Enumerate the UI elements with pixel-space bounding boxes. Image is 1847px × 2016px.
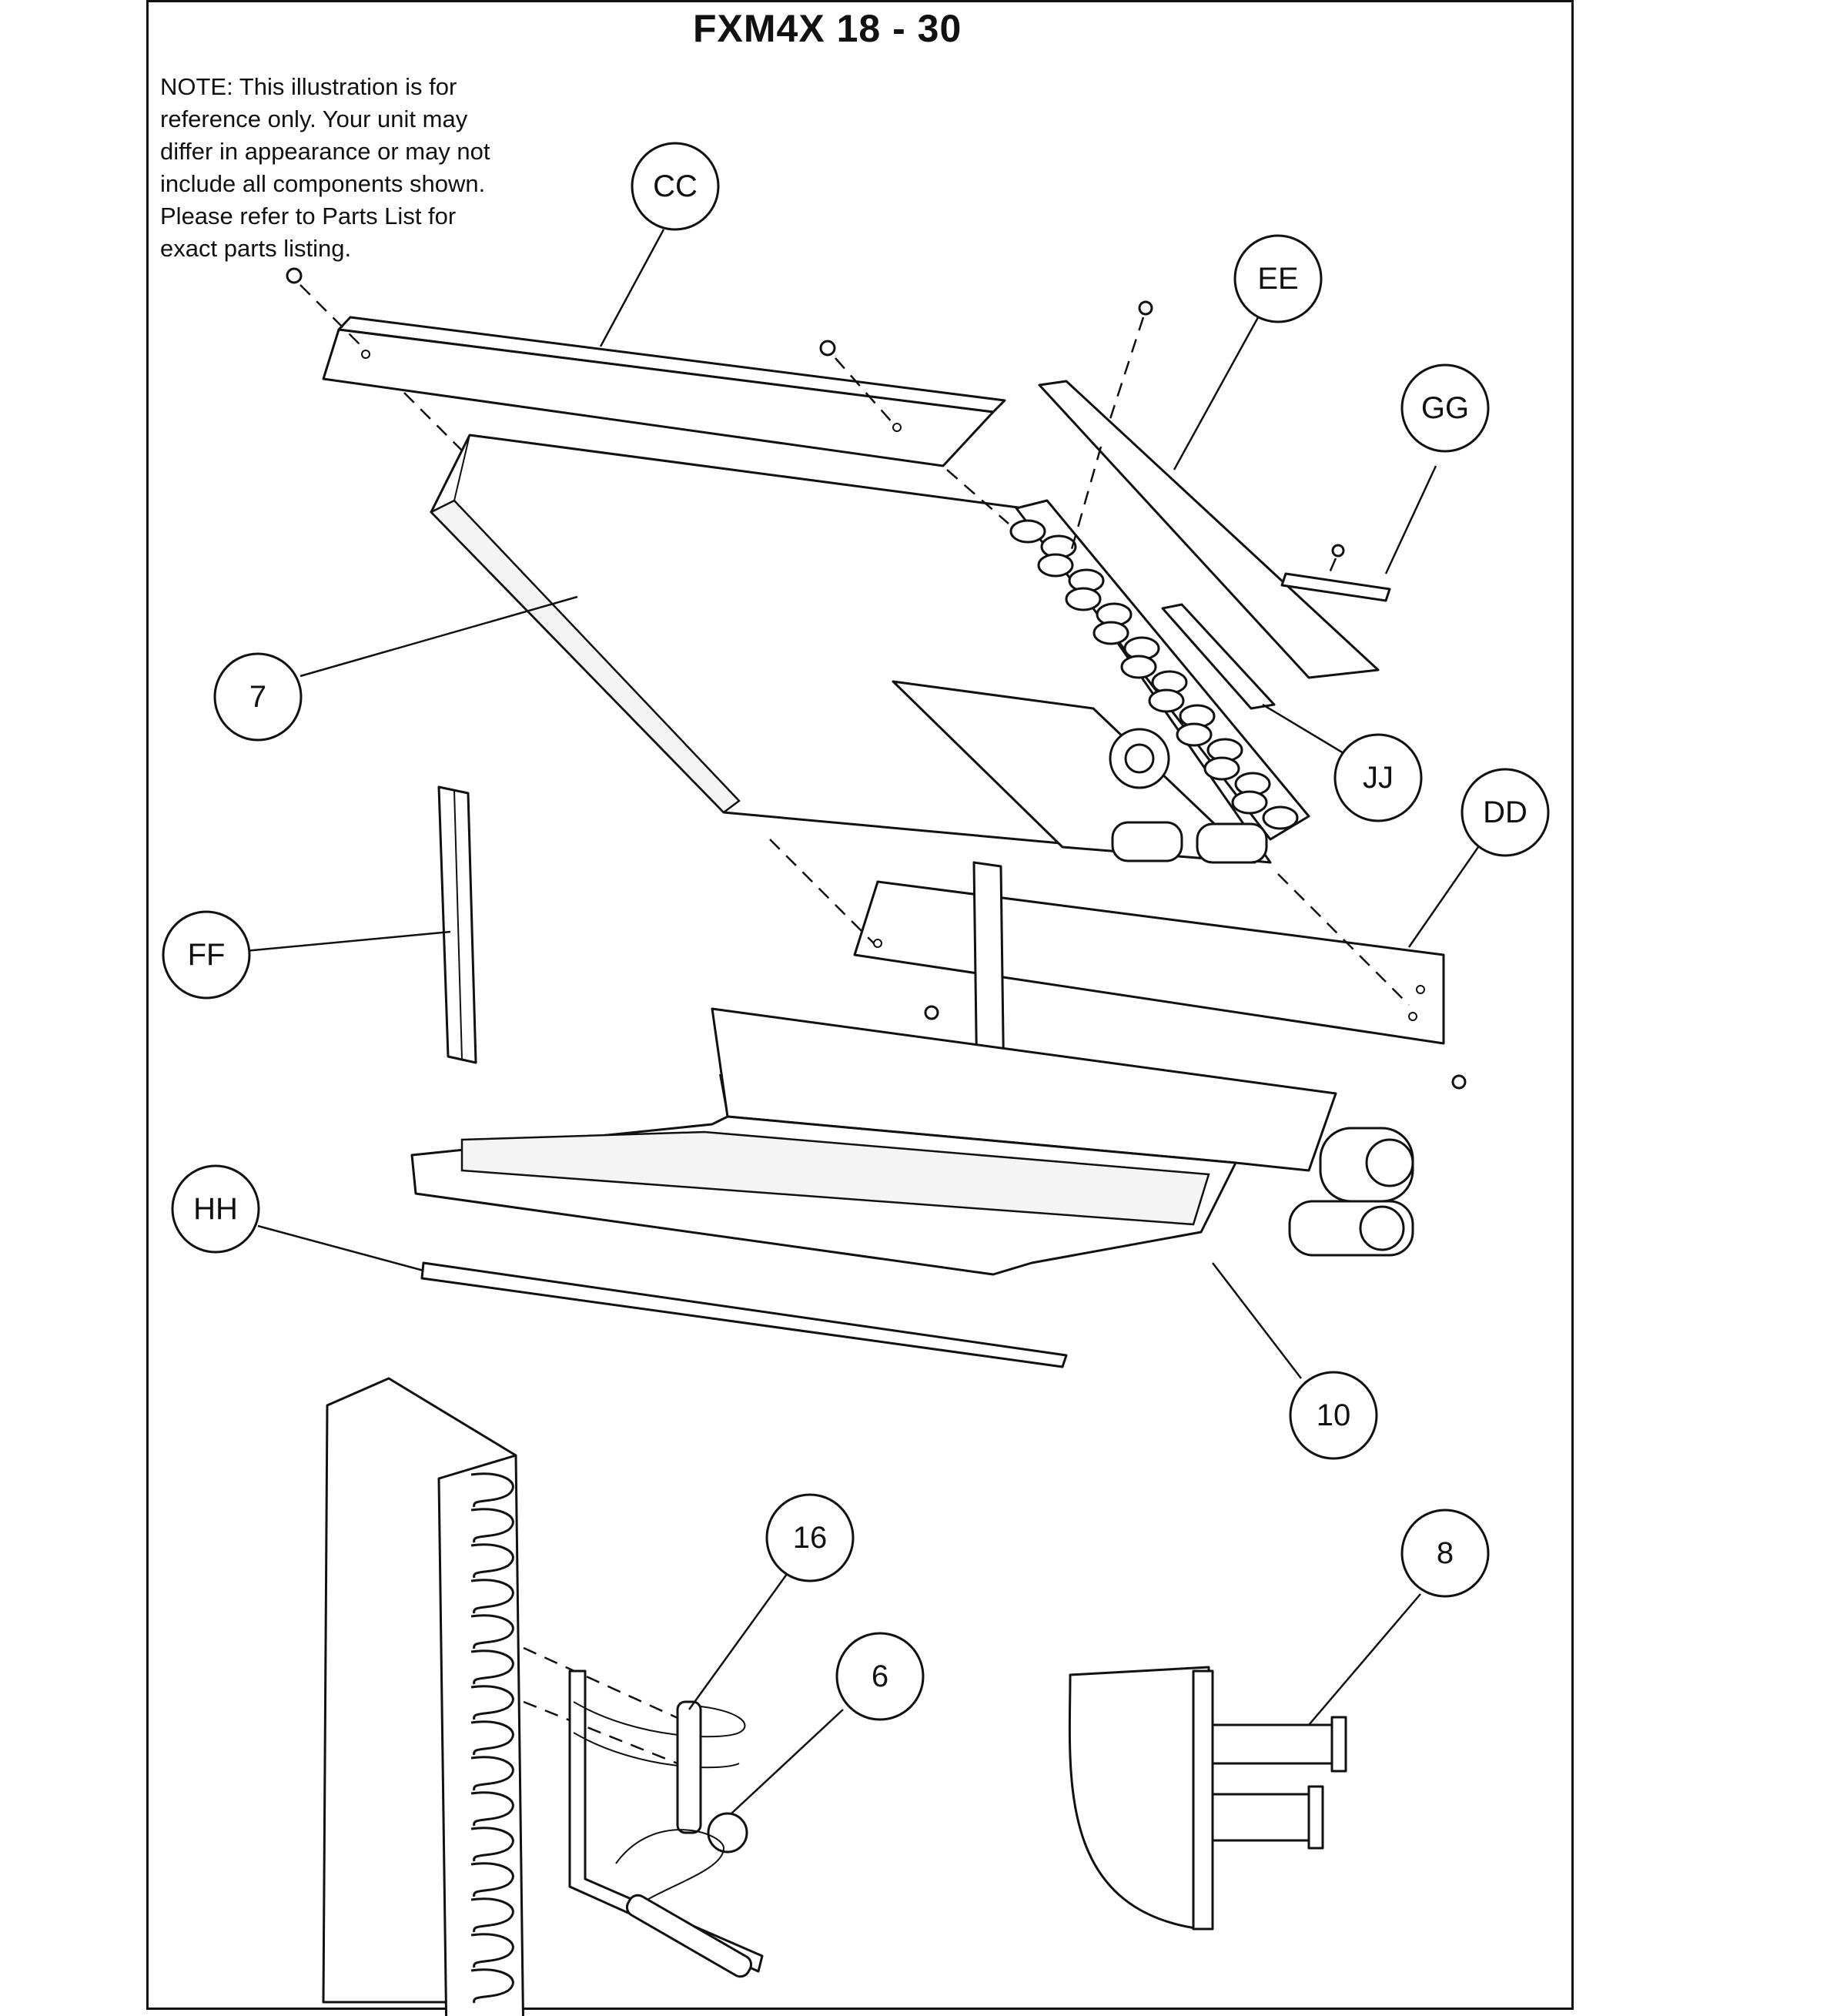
callout-jj: JJ — [1333, 733, 1423, 822]
note-line: differ in appearance or may not — [160, 138, 490, 165]
top-panel-cc — [322, 316, 1006, 467]
coil-loop — [470, 1827, 514, 1862]
note-line: Please refer to Parts List for — [160, 203, 457, 229]
screw-icon — [1107, 300, 1153, 424]
svg-text:6: 6 — [872, 1659, 888, 1693]
leader-lines — [244, 229, 1480, 1814]
svg-text:GG: GG — [1421, 391, 1469, 425]
svg-text:8: 8 — [1437, 1536, 1454, 1570]
coil-loop — [470, 1649, 514, 1685]
note-line: reference only. Your unit may — [160, 105, 468, 132]
svg-text:16: 16 — [793, 1521, 828, 1555]
coil-loop — [1148, 688, 1185, 713]
coil-loop — [1203, 756, 1240, 781]
rail-hh — [420, 1261, 1068, 1368]
callout-ff: FF — [162, 910, 251, 1000]
coil-loop — [470, 1720, 514, 1756]
distributor-piping — [568, 1669, 764, 1978]
screw-icon — [924, 1005, 1467, 1090]
coil-loop — [470, 1791, 514, 1827]
coil-loop — [470, 1897, 514, 1933]
coil-loop — [1262, 805, 1299, 830]
callout-hh: HH — [171, 1164, 260, 1254]
front-panel-dd — [853, 880, 1445, 1045]
coil-loop — [1037, 553, 1074, 578]
svg-text:HH: HH — [193, 1192, 238, 1226]
svg-text:10: 10 — [1317, 1398, 1351, 1432]
note-line: include all components shown. — [160, 170, 486, 197]
callout-dd: DD — [1461, 768, 1550, 857]
reference-note: NOTE: This illustration is for reference… — [160, 71, 560, 265]
callout-gg: GG — [1400, 363, 1490, 453]
bracket-gg — [1280, 572, 1391, 602]
diagram-title: FXM4X 18 - 30 — [693, 7, 962, 50]
svg-text:FF: FF — [188, 938, 226, 972]
drawing-frame — [146, 0, 1574, 2010]
coil-loop — [470, 1472, 514, 1508]
coil-loop — [1009, 519, 1046, 544]
support-post-ff — [437, 785, 477, 1064]
coil-loop — [470, 1862, 514, 1897]
svg-text:7: 7 — [249, 680, 266, 714]
bracket-jj — [1161, 603, 1276, 710]
coil-loop — [470, 1543, 514, 1579]
coil-loop — [470, 1756, 514, 1791]
svg-text:DD: DD — [1483, 795, 1527, 829]
screw-icon — [1327, 544, 1345, 577]
screw-icon — [819, 340, 894, 424]
base-pan-10 — [410, 1007, 1414, 1276]
screw-icon — [286, 267, 363, 347]
callout-6: 6 — [835, 1632, 925, 1721]
coil-detail — [322, 1377, 524, 2016]
coil-loop — [470, 1508, 514, 1543]
side-panel-ee — [1038, 380, 1380, 679]
callout-16: 16 — [765, 1493, 855, 1582]
coil-loop — [470, 1579, 514, 1614]
connection-detail-8 — [1068, 1666, 1347, 1931]
coil-loop — [1120, 655, 1157, 679]
svg-text:JJ: JJ — [1363, 761, 1394, 795]
coil-loop — [1176, 722, 1213, 747]
coil-loop — [1092, 621, 1129, 645]
callout-10: 10 — [1289, 1371, 1378, 1460]
coil-loop — [470, 1968, 514, 2004]
note-line: exact parts listing. — [160, 235, 352, 262]
callout-cc: CC — [631, 142, 720, 231]
svg-text:CC: CC — [653, 169, 698, 203]
coil-loop — [470, 1685, 514, 1720]
coil-loop — [470, 1614, 514, 1649]
note-line: NOTE: This illustration is for — [160, 73, 457, 100]
coil-loop — [1231, 790, 1268, 815]
callout-8: 8 — [1400, 1509, 1490, 1598]
coil-loop — [1065, 587, 1102, 611]
callout-7: 7 — [213, 652, 303, 742]
evaporator-coil-upper — [892, 499, 1310, 864]
callout-ee: EE — [1233, 234, 1323, 323]
coil-loop — [470, 1933, 514, 1968]
svg-text:EE: EE — [1257, 262, 1298, 296]
